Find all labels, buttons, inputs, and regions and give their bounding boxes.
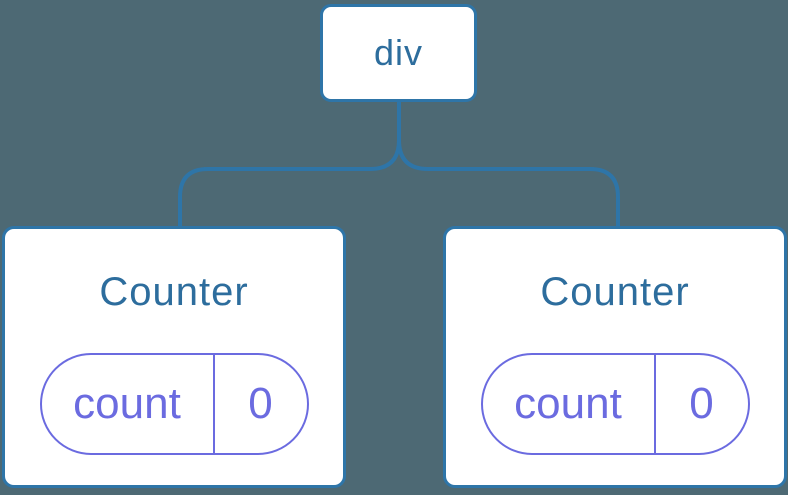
counter-node-left: Counter count 0 — [2, 226, 346, 488]
counter-title: Counter — [99, 270, 249, 314]
state-key: count — [42, 355, 215, 453]
state-value: 0 — [248, 379, 273, 428]
counter-title: Counter — [540, 270, 690, 314]
connector-right-branch — [397, 101, 620, 227]
counter-node-right: Counter count 0 — [443, 226, 787, 488]
state-value: 0 — [689, 379, 714, 428]
root-node-label: div — [373, 32, 424, 73]
state-pill: count 0 — [480, 353, 750, 455]
state-pill: count 0 — [39, 353, 309, 455]
connector-left-branch — [178, 101, 401, 227]
root-node-div: div — [320, 4, 477, 102]
state-key: count — [483, 355, 656, 453]
